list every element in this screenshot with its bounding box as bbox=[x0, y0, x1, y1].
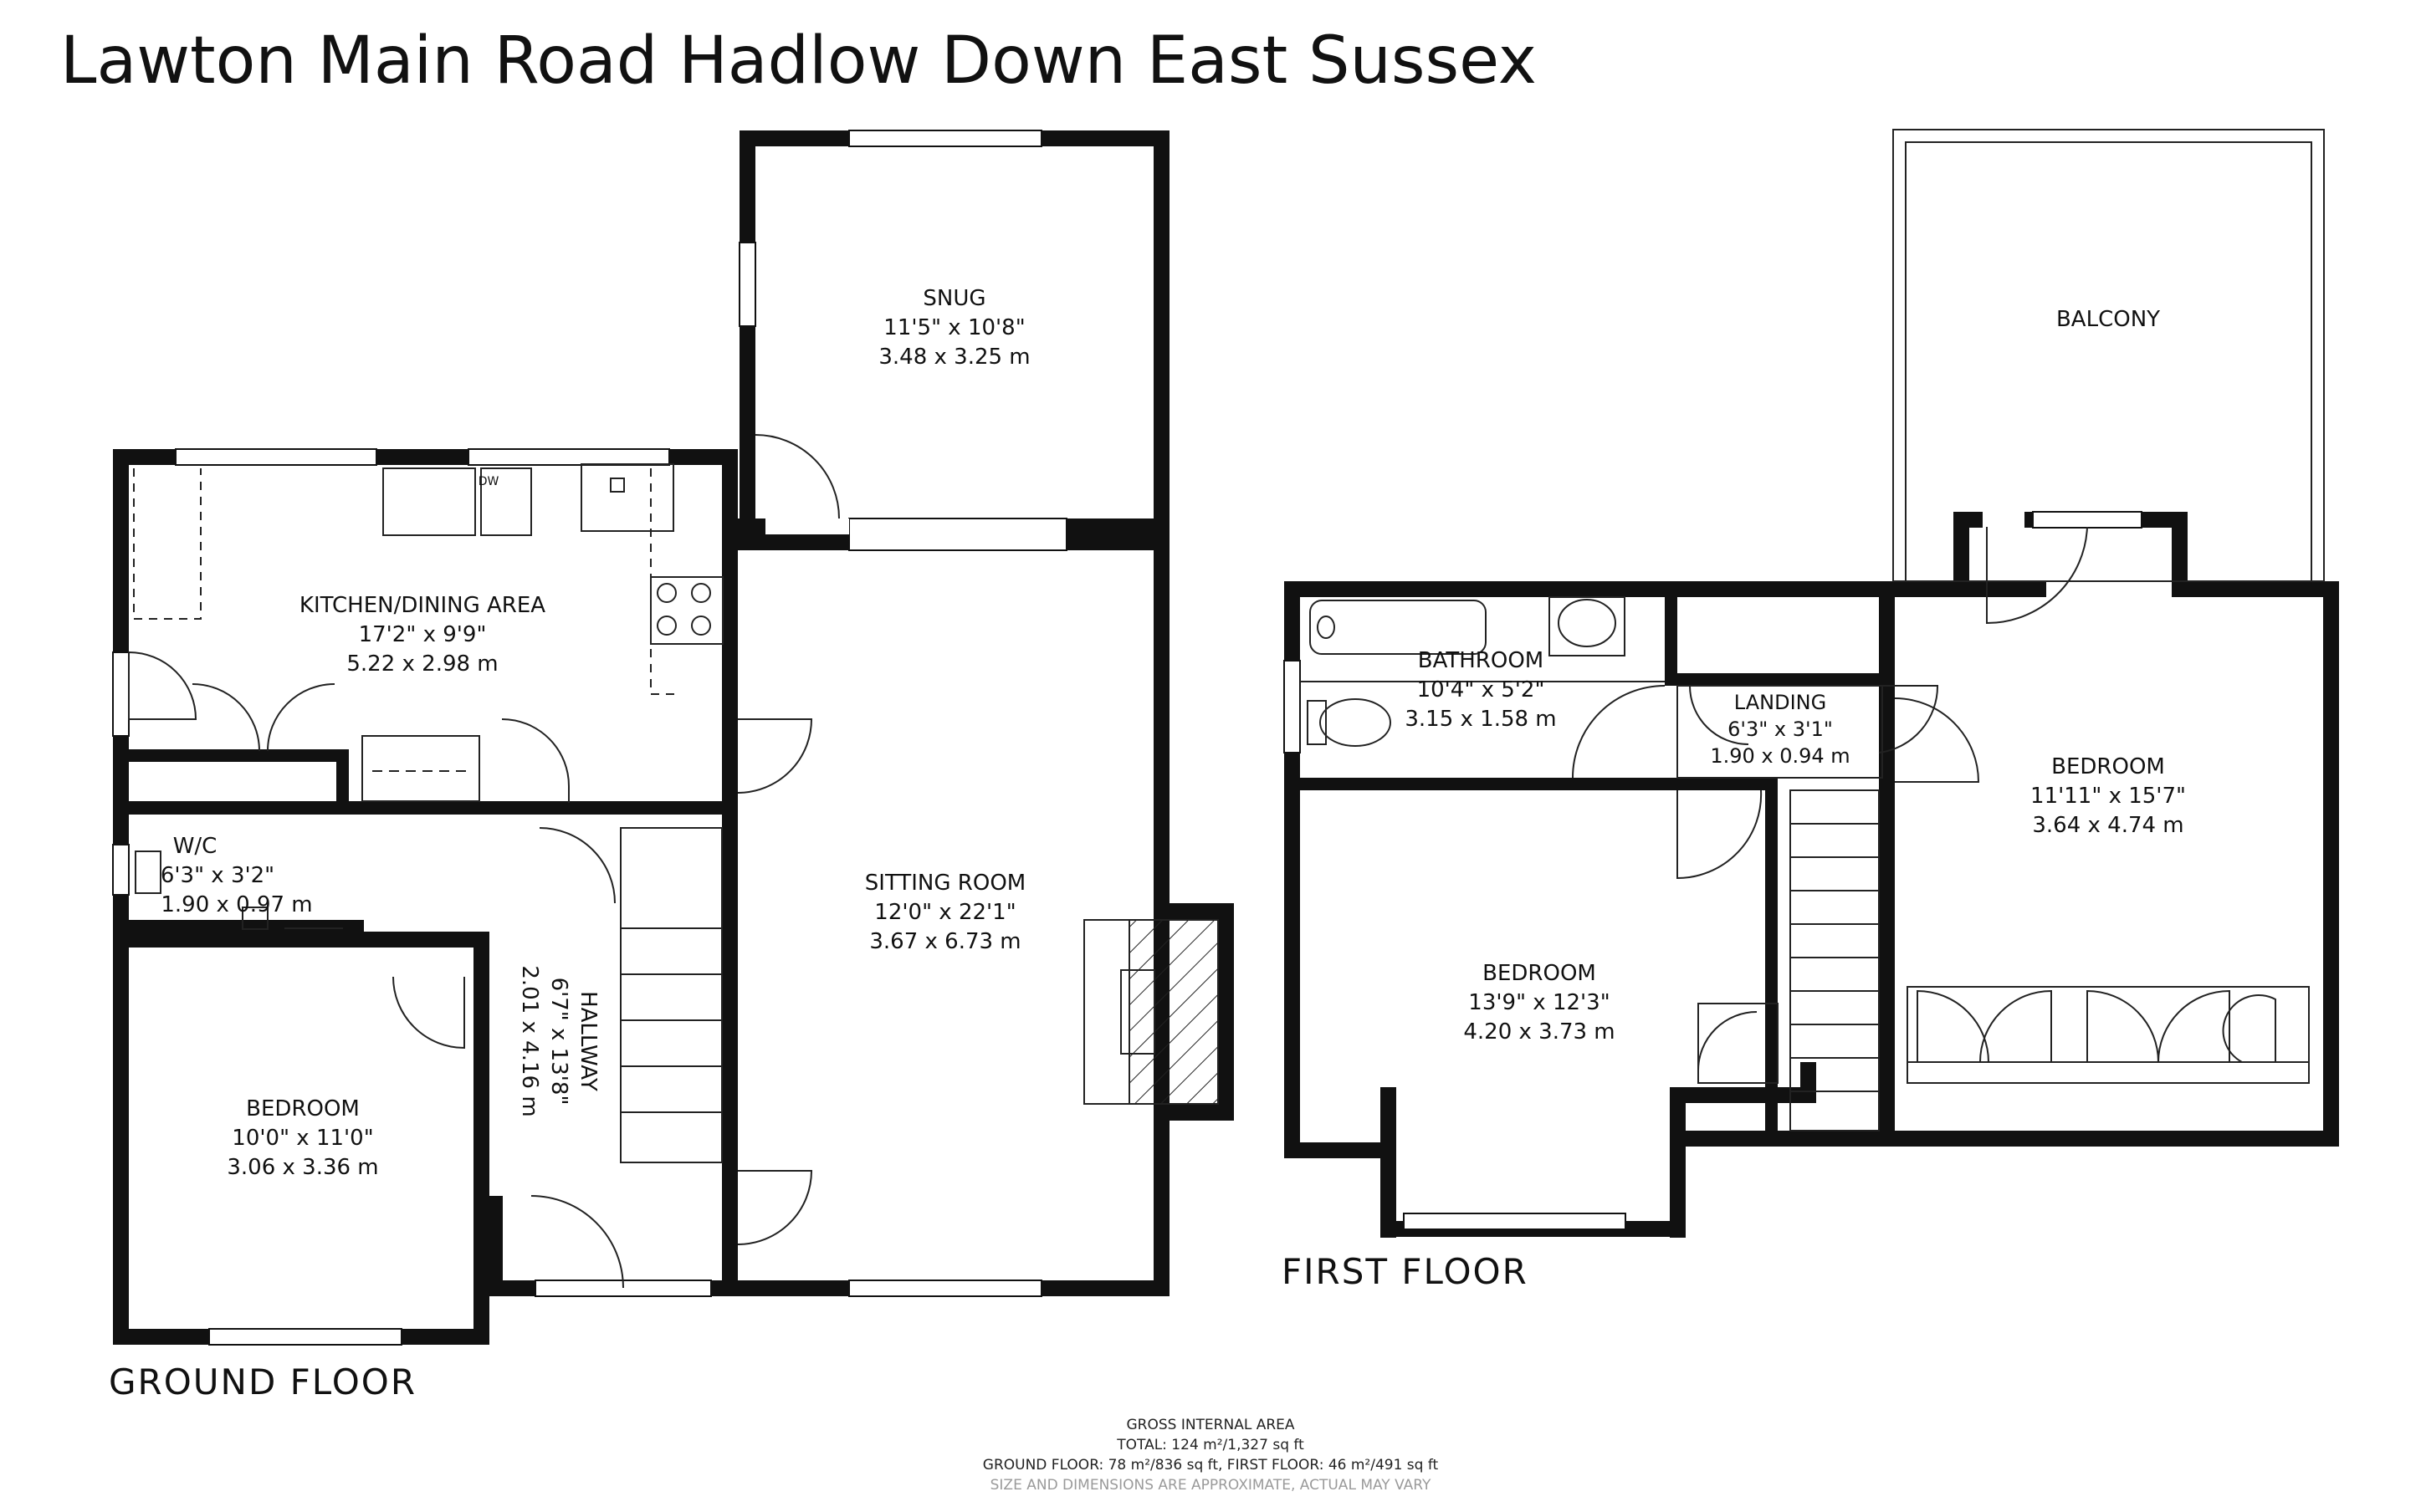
page-title: Lawton Main Road Hadlow Down East Sussex bbox=[60, 23, 1537, 99]
first-floor-windows bbox=[1283, 511, 2142, 1230]
fireplace-hearth bbox=[1129, 919, 1219, 1105]
room-bedroom-ground-metric: 3.06 x 3.36 m bbox=[227, 1155, 378, 1180]
room-bedroom-first-left-name: BEDROOM bbox=[1482, 961, 1596, 986]
dishwasher-label: DW bbox=[479, 475, 499, 488]
room-wc-name: W/C bbox=[173, 834, 218, 859]
room-bedroom-ground-imperial: 10'0" x 11'0" bbox=[232, 1126, 373, 1151]
room-sitting-imperial: 12'0" x 22'1" bbox=[874, 900, 1016, 925]
room-sitting-metric: 3.67 x 6.73 m bbox=[869, 929, 1021, 954]
first-floor-label: FIRST FLOOR bbox=[1282, 1251, 1528, 1292]
room-bedroom-first-right-imperial: 11'11" x 15'7" bbox=[2030, 784, 2186, 809]
room-bedroom-first-left-imperial: 13'9" x 12'3" bbox=[1468, 990, 1610, 1015]
room-snug-name: SNUG bbox=[923, 286, 985, 311]
room-kitchen-imperial: 17'2" x 9'9" bbox=[359, 622, 487, 647]
room-hallway-name: HALLWAY bbox=[576, 991, 601, 1091]
first-floor-fixtures bbox=[1300, 526, 2310, 1131]
room-bedroom-first-right-name: BEDROOM bbox=[2051, 754, 2165, 779]
room-landing-imperial: 6'3" x 3'1" bbox=[1727, 718, 1833, 741]
room-balcony-name: BALCONY bbox=[2056, 307, 2160, 332]
area-heading: GROSS INTERNAL AREA bbox=[1126, 1417, 1295, 1433]
area-total: TOTAL: 124 m²/1,327 sq ft bbox=[1117, 1437, 1304, 1453]
room-bedroom-ground-name: BEDROOM bbox=[246, 1096, 360, 1121]
room-hallway-imperial: 6'7" x 13'8" bbox=[546, 978, 571, 1106]
room-bedroom-first-left-metric: 4.20 x 3.73 m bbox=[1463, 1019, 1615, 1045]
area-disclaimer: SIZE AND DIMENSIONS ARE APPROXIMATE, ACT… bbox=[990, 1477, 1431, 1494]
room-wc-metric: 1.90 x 0.97 m bbox=[161, 892, 312, 917]
ground-floor-label: GROUND FLOOR bbox=[109, 1361, 417, 1402]
area-summary: GROSS INTERNAL AREA TOTAL: 124 m²/1,327 … bbox=[0, 1415, 2421, 1495]
room-landing-name: LANDING bbox=[1734, 691, 1826, 714]
room-kitchen-metric: 5.22 x 2.98 m bbox=[346, 651, 498, 677]
room-bedroom-first-right-metric: 3.64 x 4.74 m bbox=[2032, 813, 2183, 838]
room-bathroom-metric: 3.15 x 1.58 m bbox=[1405, 707, 1556, 732]
room-snug-imperial: 11'5" x 10'8" bbox=[883, 315, 1025, 340]
ground-floor-windows bbox=[112, 130, 1067, 1346]
room-landing-metric: 1.90 x 0.94 m bbox=[1710, 744, 1850, 768]
first-floor-walls bbox=[1284, 512, 2339, 1238]
room-snug-metric: 3.48 x 3.25 m bbox=[878, 345, 1030, 370]
room-wc-imperial: 6'3" x 3'2" bbox=[161, 863, 274, 888]
room-labels: SNUG 11'5" x 10'8" 3.48 x 3.25 m KITCHEN… bbox=[161, 286, 2186, 1180]
area-floors: GROUND FLOOR: 78 m²/836 sq ft, FIRST FLO… bbox=[982, 1457, 1439, 1474]
room-kitchen-name: KITCHEN/DINING AREA bbox=[299, 593, 545, 618]
room-sitting-name: SITTING ROOM bbox=[865, 871, 1026, 896]
room-hallway-metric: 2.01 x 4.16 m bbox=[517, 965, 542, 1116]
room-bathroom-name: BATHROOM bbox=[1418, 648, 1543, 673]
balcony-outline bbox=[1892, 129, 2325, 582]
room-bathroom-imperial: 10'4" x 5'2" bbox=[1417, 677, 1545, 702]
